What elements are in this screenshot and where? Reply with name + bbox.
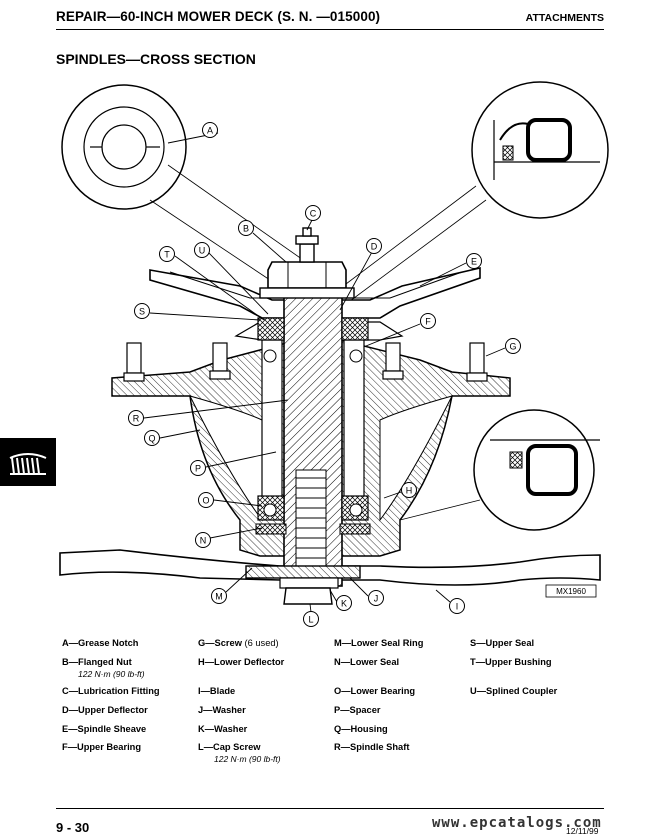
header-title: REPAIR—60-INCH MOWER DECK (S. N. —015000… bbox=[56, 9, 381, 24]
svg-text:G: G bbox=[509, 342, 516, 352]
svg-text:C: C bbox=[310, 209, 317, 219]
svg-text:S: S bbox=[139, 307, 145, 317]
svg-text:R: R bbox=[133, 414, 140, 424]
legend-item-k: K—Washer bbox=[198, 724, 248, 734]
housing-screws bbox=[123, 342, 488, 382]
legend-item-i: I—Blade bbox=[198, 686, 236, 696]
revision-date: 12/11/99 bbox=[566, 826, 599, 836]
svg-text:T: T bbox=[164, 250, 170, 260]
legend-item-a: A—Grease Notch bbox=[62, 638, 139, 648]
header-section: ATTACHMENTS bbox=[525, 12, 604, 24]
svg-text:B: B bbox=[243, 224, 249, 234]
callout-i: I bbox=[449, 598, 465, 614]
legend-item-q: Q—Housing bbox=[334, 724, 388, 734]
legend-item-d: D—Upper Deflector bbox=[62, 705, 148, 715]
legend-item-m: M—Lower Seal Ring bbox=[334, 638, 424, 648]
callout-f: F bbox=[420, 313, 436, 329]
flanged-nut bbox=[259, 261, 355, 299]
callout-labels: A B C D E F G H I J K L M N O P Q R S T … bbox=[128, 122, 521, 627]
callout-u: U bbox=[194, 242, 210, 258]
callout-n: N bbox=[195, 532, 211, 548]
washer-k bbox=[279, 577, 339, 589]
legend-item-b: B—Flanged Nut bbox=[62, 657, 132, 667]
watermark: www.epcatalogs.com bbox=[432, 815, 602, 831]
callout-p: P bbox=[190, 460, 206, 476]
callout-d: D bbox=[366, 238, 382, 254]
cap-screw bbox=[283, 587, 333, 605]
svg-text:F: F bbox=[425, 317, 431, 327]
legend-note-b: 122 N·m (90 lb-ft) bbox=[78, 669, 145, 679]
callout-o: O bbox=[198, 492, 214, 508]
callout-b: B bbox=[238, 220, 254, 236]
svg-text:J: J bbox=[374, 594, 379, 604]
legend-item-n: N—Lower Seal bbox=[334, 657, 400, 667]
legend-item-s: S—Upper Seal bbox=[470, 638, 535, 648]
callout-c: C bbox=[305, 205, 321, 221]
header-divider bbox=[56, 29, 604, 30]
figure-id: MX1960 bbox=[556, 587, 586, 596]
lubrication-fitting bbox=[295, 227, 319, 263]
spindle-cross-section-diagram: MX1960 bbox=[59, 81, 609, 627]
legend-item-e: E—Spindle Sheave bbox=[62, 724, 147, 734]
legend-item-r: R—Spindle Shaft bbox=[334, 742, 410, 752]
callout-m: M bbox=[211, 588, 227, 604]
svg-text:O: O bbox=[202, 496, 209, 506]
svg-text:E: E bbox=[471, 257, 477, 267]
svg-text:D: D bbox=[371, 242, 378, 252]
page-number: 9 - 30 bbox=[56, 820, 90, 835]
callout-h: H bbox=[401, 482, 417, 498]
section-title: SPINDLES—CROSS SECTION bbox=[56, 51, 256, 67]
svg-text:U: U bbox=[199, 246, 206, 256]
legend-item-g: G—Screw (6 used) bbox=[198, 638, 279, 648]
grease-notch-detail bbox=[61, 84, 307, 301]
mower-deck-icon bbox=[9, 453, 47, 475]
svg-text:H: H bbox=[406, 486, 413, 496]
upper-bearing bbox=[257, 317, 369, 363]
callout-e: E bbox=[466, 253, 482, 269]
legend-item-j: J—Washer bbox=[198, 705, 246, 715]
svg-text:Q: Q bbox=[148, 434, 155, 444]
legend-note-l: 122 N·m (90 lb-ft) bbox=[214, 754, 281, 764]
lower-bearing bbox=[257, 495, 369, 521]
legend-item-c: C—Lubrication Fitting bbox=[62, 686, 160, 696]
callout-l: L bbox=[303, 611, 319, 627]
legend-item-h: H—Lower Deflector bbox=[198, 657, 285, 667]
callout-k: K bbox=[336, 595, 352, 611]
callout-s: S bbox=[134, 303, 150, 319]
svg-text:I: I bbox=[456, 602, 459, 612]
legend-item-f: F—Upper Bearing bbox=[62, 742, 142, 752]
svg-text:N: N bbox=[200, 536, 207, 546]
svg-text:L: L bbox=[308, 615, 313, 625]
callout-a: A bbox=[202, 122, 218, 138]
spindle-sheave bbox=[149, 266, 481, 319]
callout-g: G bbox=[505, 338, 521, 354]
svg-text:M: M bbox=[215, 592, 223, 602]
svg-text:K: K bbox=[341, 599, 347, 609]
section-tab[interactable] bbox=[0, 438, 56, 486]
legend-item-l: L—Cap Screw bbox=[198, 742, 261, 752]
legend-item-t: T—Upper Bushing bbox=[470, 657, 552, 667]
washer-j bbox=[245, 565, 361, 579]
legend-item-u: U—Splined Coupler bbox=[470, 686, 558, 696]
callout-j: J bbox=[368, 590, 384, 606]
callout-q: Q bbox=[144, 430, 160, 446]
upper-seal-detail bbox=[329, 81, 609, 305]
legend-item-o: O—Lower Bearing bbox=[334, 686, 416, 696]
callout-t: T bbox=[159, 246, 175, 262]
svg-text:A: A bbox=[207, 126, 213, 136]
leader-lines bbox=[143, 132, 506, 613]
svg-text:P: P bbox=[195, 464, 201, 474]
parts-legend: A—Grease Notch B—Flanged Nut 122 N·m (90… bbox=[62, 638, 622, 778]
callout-r: R bbox=[128, 410, 144, 426]
footer-divider bbox=[56, 808, 604, 809]
legend-item-p: P—Spacer bbox=[334, 705, 381, 715]
